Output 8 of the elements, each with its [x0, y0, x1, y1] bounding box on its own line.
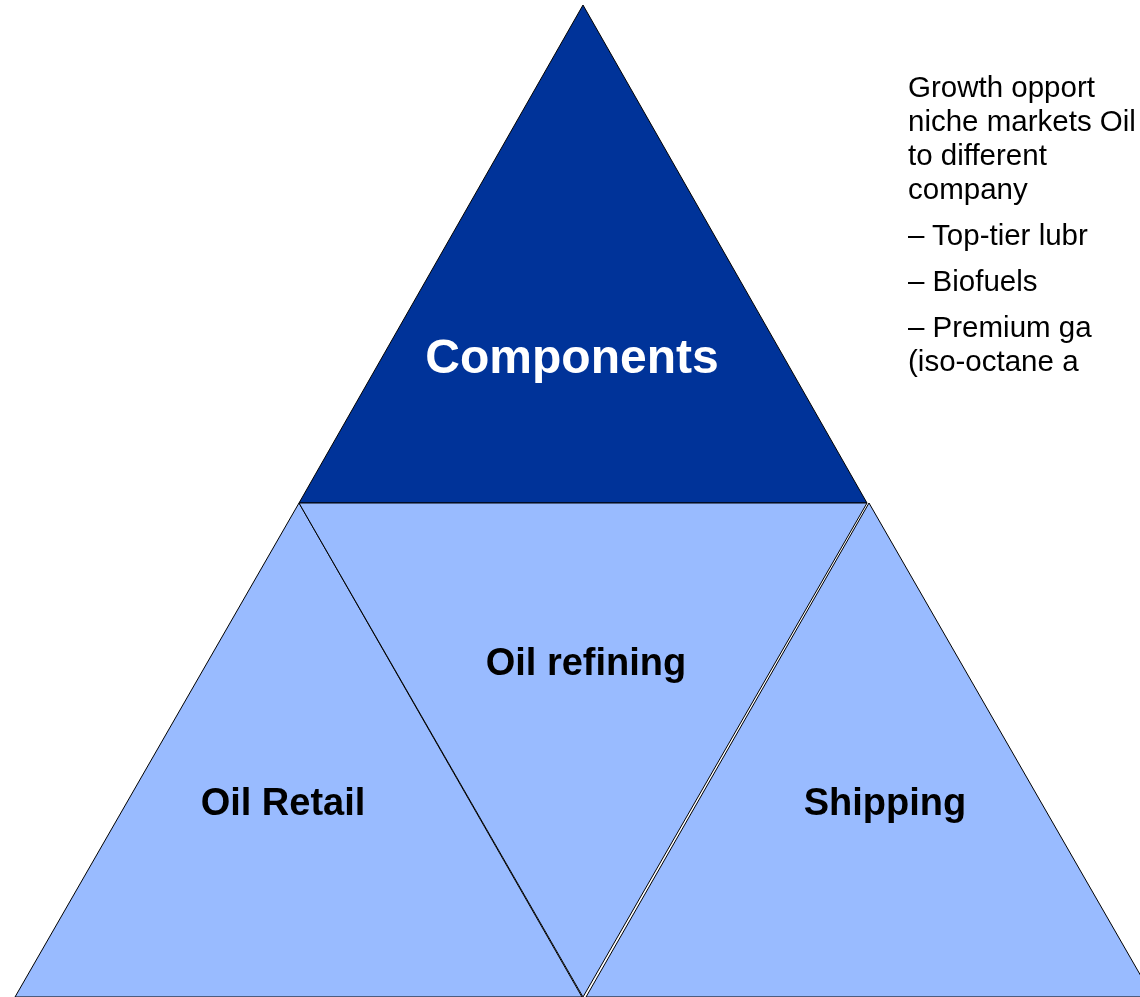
bullet-item: – Premium ga (iso-octane a	[908, 310, 1093, 378]
bullet-item: – Biofuels	[908, 264, 1039, 298]
segment-label: Oil refining	[485, 640, 687, 684]
segment-label: Oil Retail	[200, 780, 366, 824]
segment-label: Components	[425, 328, 719, 384]
segment-label: Shipping	[803, 780, 967, 824]
note-text: Growth opport niche markets Oil to different company	[908, 70, 1137, 206]
bullet-item: – Top-tier lubr	[908, 218, 1089, 252]
